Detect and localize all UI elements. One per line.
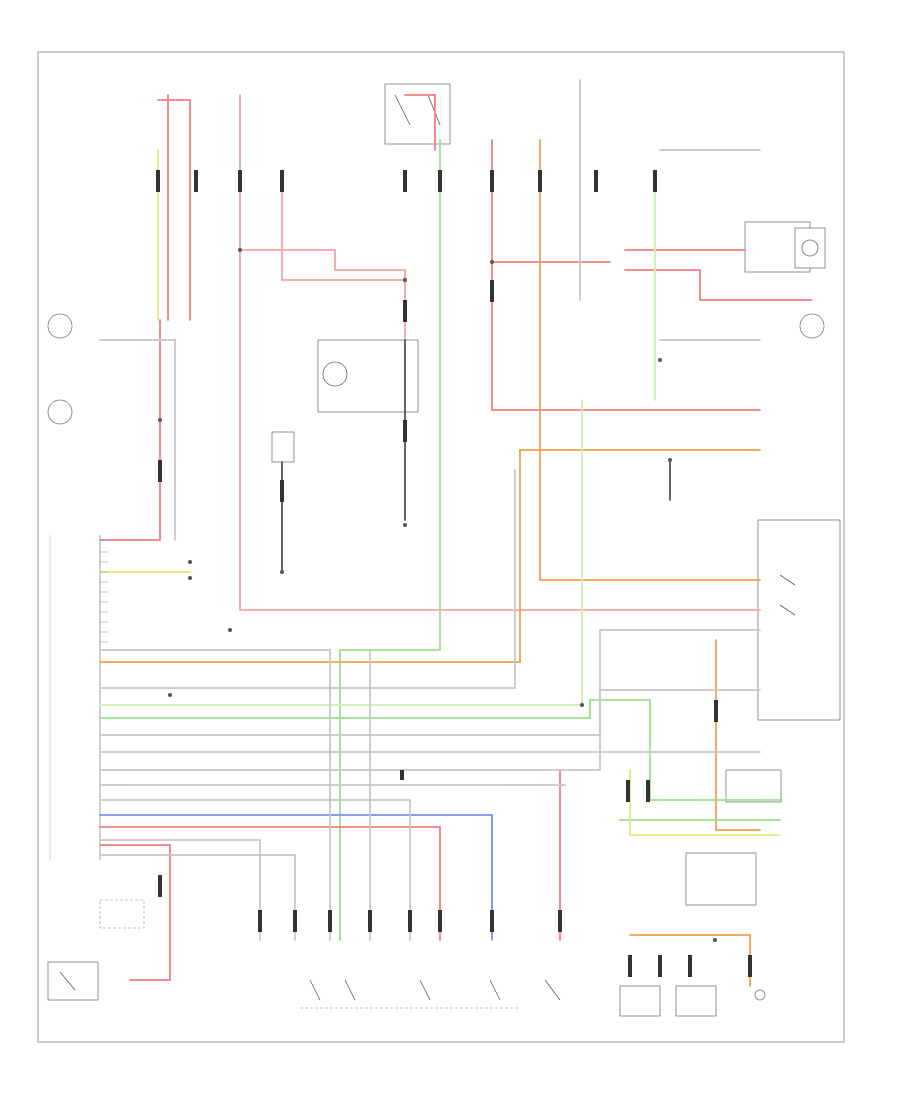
- left-bus-bracket: [49, 535, 101, 860]
- wires: [99, 79, 813, 987]
- bottom-left-box: [99, 899, 145, 929]
- bottom-left-switch: [47, 961, 99, 1001]
- dimmer-control-module: [317, 339, 419, 413]
- bottom-switch-group: [300, 979, 561, 1009]
- left-connector-pins: [100, 539, 108, 643]
- daytime-module: [725, 769, 782, 803]
- junction-dots: [158, 248, 717, 942]
- diagram-frame: [37, 51, 845, 1043]
- center-lamp: [271, 431, 295, 463]
- right-headlamp: [799, 313, 825, 339]
- left-tail-lamp: [47, 313, 73, 425]
- combination-switch-module: [757, 519, 841, 721]
- headlight-relay-right: [744, 221, 826, 273]
- bottom-relay-block: [685, 852, 757, 906]
- bottom-right-lamps: [619, 985, 766, 1017]
- connector-markers: [156, 170, 752, 977]
- relay-box-top: [384, 83, 451, 145]
